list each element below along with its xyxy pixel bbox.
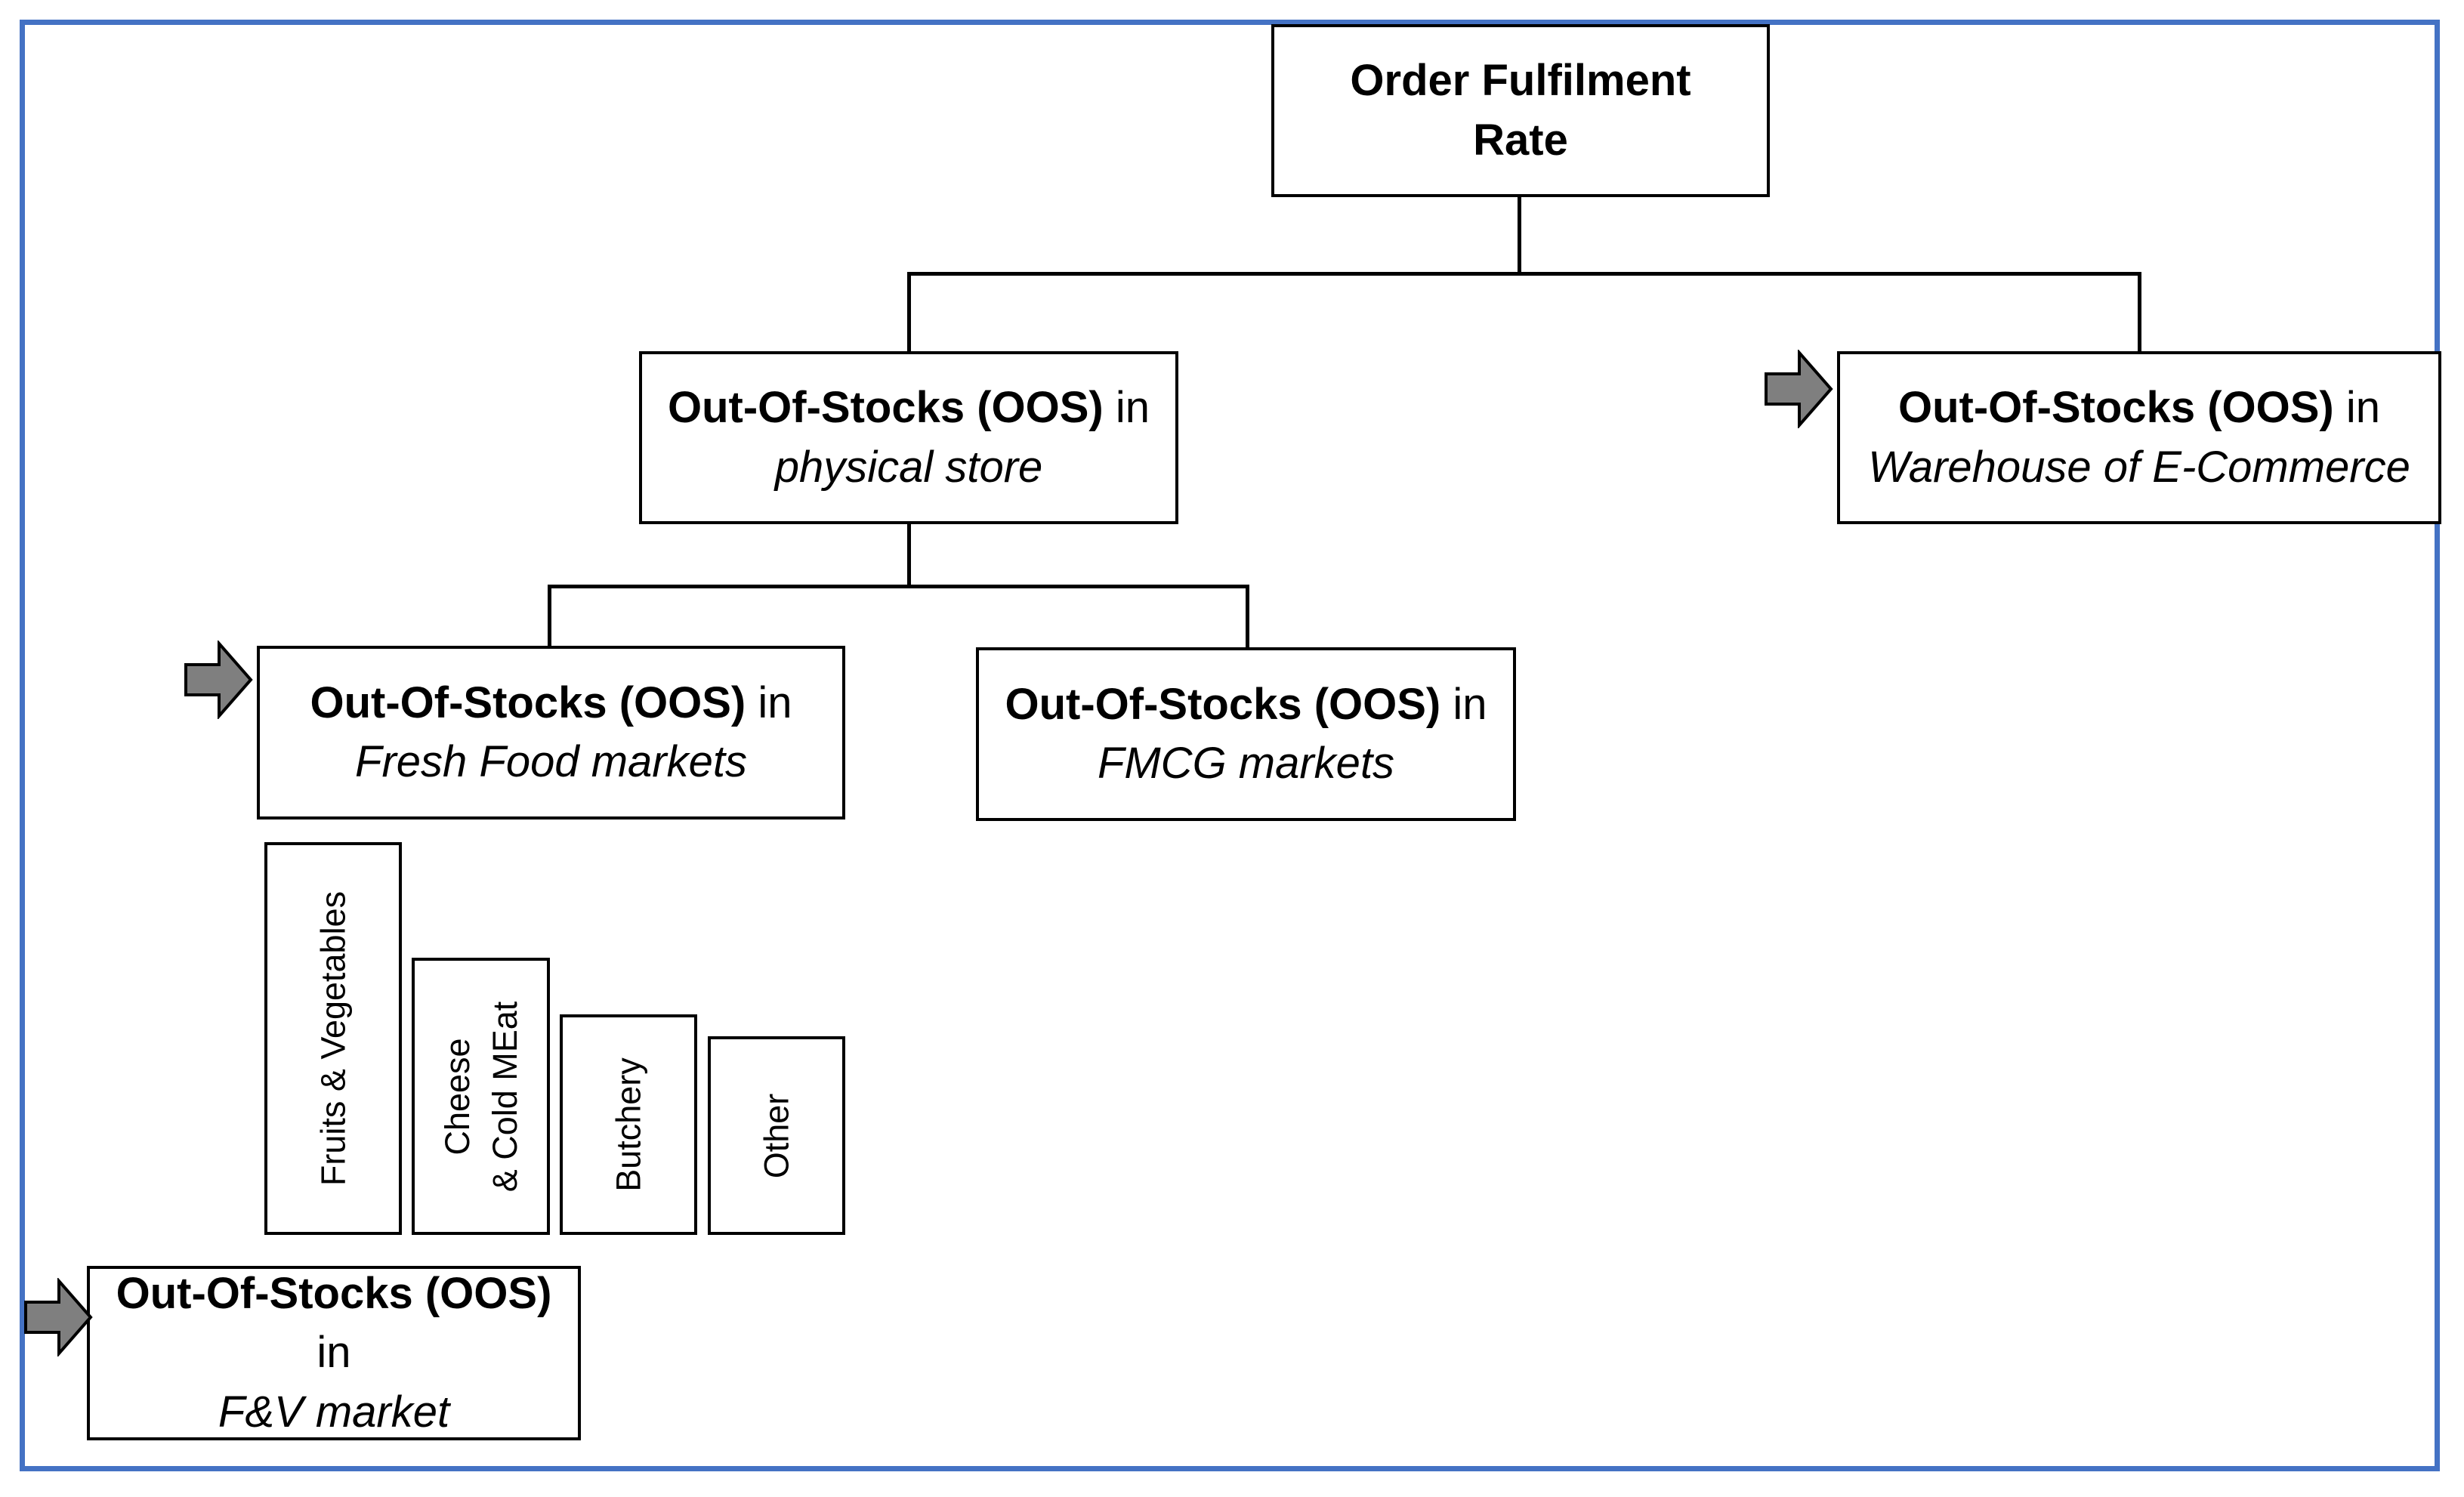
connector-to-physical-store — [907, 272, 911, 352]
node-title: Order Fulfilment — [1350, 56, 1691, 106]
category-label-line: Fruits & Vegetables — [313, 890, 353, 1187]
connector-to-fmcg — [1246, 585, 1249, 649]
node-heading-suffix: in — [1103, 383, 1150, 433]
node-heading-bold: Out-Of-Stocks (OOS) — [667, 383, 1104, 433]
node-heading-bold: Out-Of-Stocks (OOS) — [310, 678, 746, 727]
node-heading: Out-Of-Stocks (OOS) in — [1898, 378, 2380, 437]
category-other: Other — [708, 1036, 845, 1235]
node-subtitle: physical store — [774, 442, 1043, 492]
node-oos-fmcg-markets: Out-Of-Stocks (OOS) in FMCG markets — [976, 647, 1516, 821]
connector-root-down — [1518, 195, 1521, 273]
arrow-icon — [184, 640, 253, 719]
category-fruits-vegetables: Fruits & Vegetables — [264, 842, 402, 1235]
category-label: Butchery — [605, 1057, 653, 1192]
category-label-line: Other — [757, 1093, 796, 1178]
category-label-line: Butchery — [609, 1057, 648, 1192]
node-heading-suffix: in — [316, 1328, 351, 1378]
node-subtitle: Warehouse of E-Commerce — [1868, 442, 2410, 492]
arrow-icon — [24, 1278, 93, 1357]
node-oos-physical-store: Out-Of-Stocks (OOS) in physical store — [639, 351, 1178, 524]
diagram-border — [20, 20, 2440, 1471]
node-heading-bold: Out-Of-Stocks (OOS) — [1897, 383, 2334, 433]
category-label: Fruits & Vegetables — [310, 891, 357, 1186]
node-subtitle: FMCG markets — [1097, 739, 1395, 788]
connector-to-warehouse — [2138, 272, 2141, 352]
category-label-line: & Cold MEat — [485, 1001, 524, 1192]
node-title: Rate — [1473, 115, 1568, 165]
connector-level2-horizontal — [548, 585, 1249, 588]
node-heading-suffix: in — [746, 678, 792, 727]
node-oos-warehouse-ecommerce: Out-Of-Stocks (OOS) in Warehouse of E-Co… — [1837, 351, 2441, 524]
node-heading-suffix: in — [1440, 679, 1487, 729]
node-subtitle: Fresh Food markets — [355, 737, 747, 786]
category-label: Cheese& Cold MEat — [434, 1001, 529, 1192]
node-heading: Out-Of-Stocks (OOS) in — [310, 674, 792, 733]
node-subtitle: F&V market — [218, 1387, 450, 1437]
node-order-fulfilment-rate: Order Fulfilment Rate — [1271, 24, 1770, 197]
node-heading-bold: Out-Of-Stocks (OOS) — [116, 1269, 552, 1319]
node-oos-fv-market: Out-Of-Stocks (OOS) in F&V market — [87, 1266, 581, 1440]
connector-level1-horizontal — [907, 272, 2141, 276]
category-butchery: Butchery — [560, 1014, 697, 1235]
category-label: Other — [753, 1093, 801, 1178]
node-oos-fresh-food-markets: Out-Of-Stocks (OOS) in Fresh Food market… — [257, 646, 845, 819]
node-heading-suffix: in — [2333, 383, 2381, 433]
node-heading: Out-Of-Stocks (OOS) in — [668, 378, 1150, 437]
arrow-icon — [1765, 350, 1833, 428]
category-cheese-cold-meat: Cheese& Cold MEat — [412, 958, 550, 1235]
node-heading-bold: Out-Of-Stocks (OOS) — [1005, 679, 1441, 729]
connector-physical-store-down — [907, 522, 911, 586]
node-heading: Out-Of-Stocks (OOS) in — [1005, 675, 1487, 734]
category-label-line: Cheese — [437, 1037, 477, 1156]
connector-to-fresh-food — [548, 585, 551, 647]
